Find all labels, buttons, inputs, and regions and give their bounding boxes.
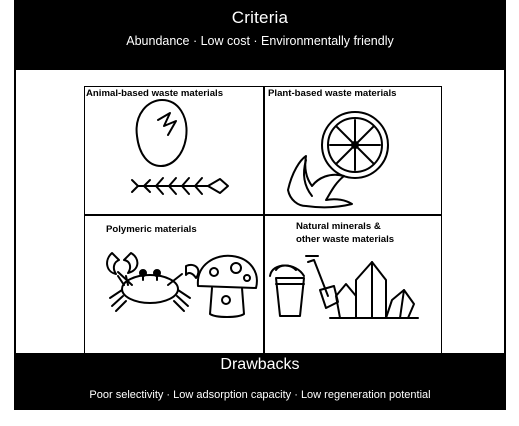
materials-panel xyxy=(16,70,504,353)
grid-horizontal-divider xyxy=(84,214,442,216)
crystals-icon xyxy=(329,261,419,319)
criteria-items: Abundance · Low cost · Environmentally f… xyxy=(126,34,394,48)
grid-vertical-divider xyxy=(263,86,265,354)
crab-icon xyxy=(106,252,200,312)
eggshell-icon xyxy=(135,99,188,167)
cell-label-polymeric: Polymeric materials xyxy=(106,224,197,235)
fishbone-icon xyxy=(131,177,229,195)
shovel-icon xyxy=(305,255,339,309)
cell-label-plant-based: Plant-based waste materials xyxy=(268,88,397,99)
mushroom-icon xyxy=(196,254,258,318)
citrus-peel-icon xyxy=(287,155,353,209)
citrus-slice-icon xyxy=(321,111,389,179)
drawbacks-title: Drawbacks xyxy=(220,356,300,373)
criteria-header: Criteria Abundance · Low cost · Environm… xyxy=(14,0,506,68)
sand-bucket-icon xyxy=(269,264,305,317)
drawbacks-footer: Drawbacks Poor selectivity · Low adsorpt… xyxy=(14,354,506,410)
cell-label-minerals-line2: other waste materials xyxy=(296,234,395,245)
drawbacks-items: Poor selectivity · Low adsorption capaci… xyxy=(89,389,431,401)
cell-label-animal-based: Animal-based waste materials xyxy=(86,88,224,99)
cell-label-minerals-line1: Natural minerals & xyxy=(296,221,381,232)
criteria-title: Criteria xyxy=(231,8,289,27)
